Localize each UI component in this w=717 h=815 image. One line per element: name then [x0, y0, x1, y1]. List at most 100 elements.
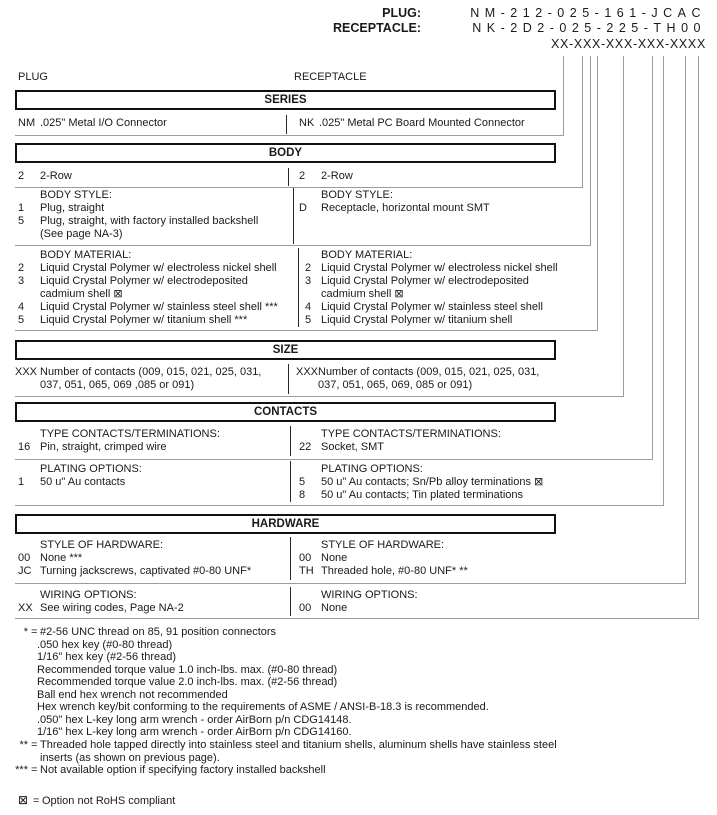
- connector-line-contact-type: [652, 56, 653, 459]
- footnote-equals: =: [31, 626, 38, 638]
- body-style-receptacle-header: BODY STYLE:: [321, 189, 393, 201]
- body-row-receptacle-desc: 2-Row: [321, 170, 353, 182]
- footnote-dstar-marker: **: [19, 739, 28, 751]
- size-plug-desc: Number of contacts (009, 015, 021, 025, …: [40, 366, 262, 391]
- plating-receptacle-code: 8: [299, 489, 306, 501]
- plating-receptacle-code: 5: [299, 476, 306, 488]
- footnote-line: 1/16" hex key (#2-56 thread): [37, 651, 177, 663]
- contact-type-plug-code: 16: [18, 441, 31, 453]
- connector-line-hw-style: [685, 56, 686, 583]
- size-receptacle-code: XXX: [296, 366, 319, 378]
- divider-wiring: [15, 618, 699, 619]
- contact-type-receptacle-code: 22: [299, 441, 312, 453]
- wiring-receptacle-code: 00: [299, 602, 312, 614]
- rohs-equals: =: [33, 795, 40, 807]
- connector-line-size: [623, 56, 624, 396]
- footnote-star-text: #2-56 UNC thread on 85, 91 position conn…: [40, 626, 277, 638]
- plating-receptacle-desc: 50 u" Au contacts; Tin plated terminatio…: [321, 489, 524, 501]
- body-row-plug-desc: 2-Row: [40, 170, 72, 182]
- plating-plug-code: 1: [18, 476, 25, 488]
- body-material-receptacle-desc: Liquid Crystal Polymer w/ stainless stee…: [321, 301, 543, 313]
- body-material-plug-code: 2: [18, 262, 25, 274]
- plating-receptacle-header: PLATING OPTIONS:: [321, 463, 423, 475]
- footnote-line: .050" hex L-key long arm wrench - order …: [37, 714, 352, 726]
- plug-column-label: PLUG: [18, 71, 48, 83]
- divider-body-row: [15, 187, 583, 188]
- rohs-legend-text: Option not RoHS compliant: [42, 795, 176, 807]
- plug-part-number-value: NM-212-025-161-JCAC: [470, 6, 706, 20]
- body-style-plug-header: BODY STYLE:: [40, 189, 112, 201]
- wiring-plug-desc: See wiring codes, Page NA-2: [40, 602, 184, 614]
- body-material-plug-desc: Liquid Crystal Polymer w/ electroless ni…: [40, 262, 277, 274]
- divider-contact-type: [15, 459, 653, 460]
- series-section-header: SERIES: [15, 90, 556, 110]
- connector-line-plating: [663, 56, 664, 505]
- hw-style-receptacle-code: 00: [299, 552, 312, 564]
- footnote-line: Recommended torque value 1.0 inch-lbs. m…: [37, 664, 338, 676]
- body-style-receptacle-code: D: [299, 202, 307, 214]
- hw-style-plug-desc: None ***: [40, 552, 83, 564]
- body-material-receptacle-code: 5: [305, 314, 312, 326]
- size-plug-code: XXX: [15, 366, 38, 378]
- footnote-line: Ball end hex wrench not recommended: [37, 689, 228, 701]
- footnote-line: Recommended torque value 2.0 inch-lbs. m…: [37, 676, 338, 688]
- series-receptacle-code: NK: [299, 117, 315, 129]
- footnote-tstar-marker: ***: [15, 764, 28, 776]
- part-number-pattern: XX-XXX-XXX-XXX-XXXX: [550, 37, 706, 51]
- contact-type-plug-desc: Pin, straight, crimped wire: [40, 441, 167, 453]
- series-plug-code: NM: [18, 117, 36, 129]
- rohs-not-compliant-icon: ⊠: [18, 793, 29, 807]
- body-material-receptacle-code: 4: [305, 301, 312, 313]
- body-row-plug-code: 2: [18, 170, 25, 182]
- hw-style-plug-code: JC: [18, 565, 32, 577]
- footnote-dstar-text: Threaded hole tapped directly into stain…: [40, 739, 557, 764]
- contact-type-receptacle-desc: Socket, SMT: [321, 441, 384, 453]
- contacts-title: CONTACTS: [253, 406, 318, 418]
- footnote-line: 1/16" hex L-key long arm wrench - order …: [37, 726, 352, 738]
- body-material-receptacle-code: 2: [305, 262, 312, 274]
- body-material-receptacle-desc: Liquid Crystal Polymer w/ electrodeposit…: [321, 275, 529, 300]
- body-style-plug-code: 1: [18, 202, 25, 214]
- body-material-receptacle-header: BODY MATERIAL:: [321, 249, 413, 261]
- receptacle-column-label: RECEPTACLE: [294, 71, 367, 83]
- hw-style-receptacle-desc: Threaded hole, #0-80 UNF* **: [321, 565, 468, 577]
- series-receptacle-desc: .025" Metal PC Board Mounted Connector: [319, 117, 525, 129]
- receptacle-part-number-label: RECEPTACLE:: [333, 21, 421, 35]
- body-row-receptacle-code: 2: [299, 170, 306, 182]
- hw-style-plug-desc: Turning jackscrews, captivated #0-80 UNF…: [40, 565, 252, 577]
- body-title: BODY: [268, 147, 303, 159]
- plating-plug-header: PLATING OPTIONS:: [40, 463, 142, 475]
- size-receptacle-desc: Number of contacts (009, 015, 021, 025, …: [318, 366, 540, 391]
- divider-hw-style: [15, 583, 686, 584]
- wiring-receptacle-desc: None: [321, 602, 348, 614]
- body-section-header: BODY: [15, 143, 556, 163]
- plating-column-divider: [290, 461, 291, 502]
- footnote-tstar-text: Not available option if specifying facto…: [40, 764, 326, 776]
- body-material-plug-desc: Liquid Crystal Polymer w/ titanium shell…: [40, 314, 248, 326]
- body-row-column-divider: [288, 168, 289, 186]
- divider-series: [15, 135, 564, 136]
- plating-plug-desc: 50 u" Au contacts: [40, 476, 126, 488]
- connector-line-body-material: [597, 56, 598, 330]
- body-material-plug-desc: Liquid Crystal Polymer w/ stainless stee…: [40, 301, 278, 313]
- body-material-plug-header: BODY MATERIAL:: [40, 249, 132, 261]
- body-style-plug-desc: Plug, straight, with factory installed b…: [40, 215, 259, 240]
- size-section-header: SIZE: [15, 340, 556, 360]
- hw-style-plug-header: STYLE OF HARDWARE:: [40, 539, 164, 551]
- contact-type-column-divider: [290, 426, 291, 456]
- divider-plating: [15, 505, 664, 506]
- connector-line-wiring: [698, 56, 699, 618]
- body-style-receptacle-desc: Receptacle, horizontal mount SMT: [321, 202, 490, 214]
- contact-type-plug-header: TYPE CONTACTS/TERMINATIONS:: [40, 428, 220, 440]
- body-material-column-divider: [298, 248, 299, 327]
- body-material-plug-desc: Liquid Crystal Polymer w/ electrodeposit…: [40, 275, 248, 300]
- divider-body-material: [15, 330, 598, 331]
- divider-size: [15, 396, 624, 397]
- body-style-plug-code: 5: [18, 215, 25, 227]
- connector-line-series: [563, 56, 564, 135]
- body-material-plug-code: 5: [18, 314, 25, 326]
- contact-type-receptacle-header: TYPE CONTACTS/TERMINATIONS:: [321, 428, 501, 440]
- footnote-line: Hex wrench key/bit conforming to the req…: [37, 701, 489, 713]
- footnote-equals: =: [31, 764, 38, 776]
- wiring-plug-code: XX: [18, 602, 33, 614]
